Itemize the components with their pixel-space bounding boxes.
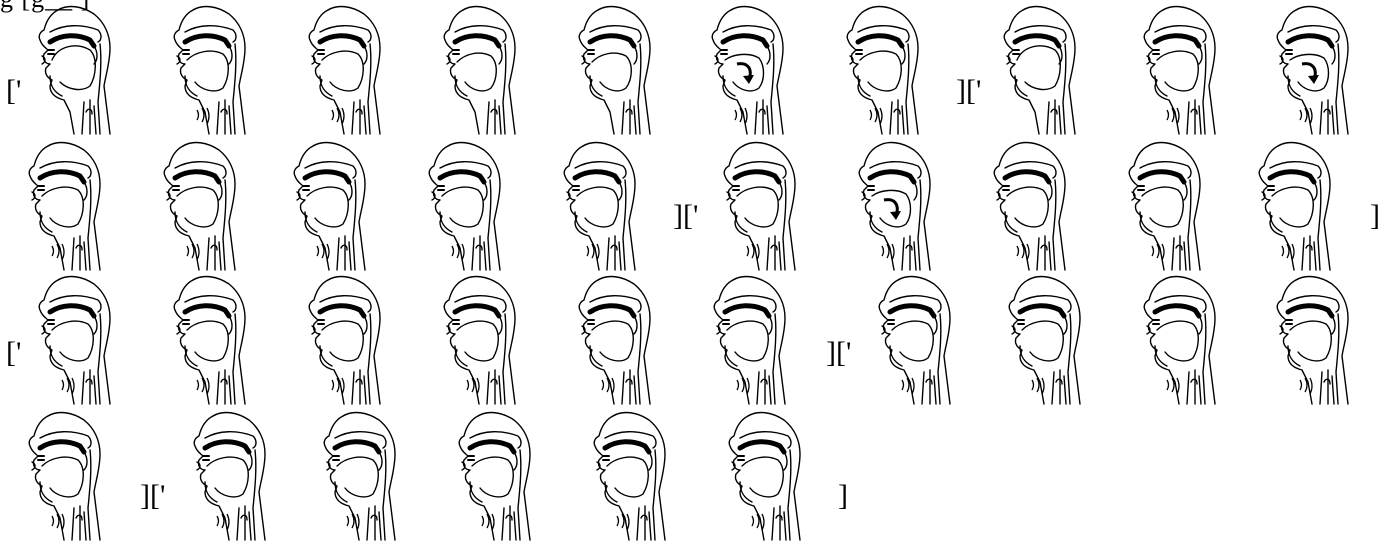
vocal-tract-icon — [1125, 2, 1230, 142]
vocal-tract-icon — [1125, 272, 1230, 412]
vocal-tract-icon — [10, 138, 115, 278]
vocal-tract-icon — [275, 138, 380, 278]
vocal-tract-icon — [155, 2, 260, 142]
vocal-tract-icon — [545, 138, 650, 278]
vocal-tract-icon — [410, 138, 515, 278]
vocal-tract-icon — [828, 2, 933, 142]
vocal-tract-icon — [175, 408, 280, 548]
vocal-tract-icon — [20, 2, 125, 142]
vocal-tract-icon — [1110, 138, 1215, 278]
vocal-tract-icon — [693, 2, 798, 142]
vocal-tract-icon — [575, 408, 680, 548]
vocal-tract-icon — [20, 272, 125, 412]
vocal-tract-icon — [1258, 2, 1363, 142]
phonetic-bracket: ][' — [826, 338, 851, 368]
vocal-tract-icon — [1240, 138, 1345, 278]
phonetic-bracket: ] — [838, 481, 848, 511]
phonetic-bracket: ][' — [956, 76, 981, 106]
vocal-tract-icon — [975, 138, 1080, 278]
vocal-tract-icon — [560, 2, 665, 142]
phonetic-bracket: ][' — [673, 201, 698, 231]
phonetic-bracket: ][' — [140, 481, 165, 511]
vocal-tract-icon — [305, 408, 410, 548]
vocal-tract-icon — [695, 272, 800, 412]
vocal-tract-icon — [425, 272, 530, 412]
phonetic-bracket: ] — [1370, 201, 1380, 231]
vocal-tract-icon — [290, 272, 395, 412]
vocal-tract-icon — [440, 408, 545, 548]
vocal-tract-icon — [705, 138, 810, 278]
vocal-tract-icon — [290, 2, 395, 142]
vocal-tract-icon — [840, 138, 945, 278]
vocal-tract-icon — [145, 138, 250, 278]
vocal-tract-icon — [155, 272, 260, 412]
vocal-tract-icon — [10, 408, 115, 548]
vocal-tract-icon — [560, 272, 665, 412]
vocal-tract-icon — [425, 2, 530, 142]
vocal-tract-icon — [990, 272, 1095, 412]
vocal-tract-icon — [1258, 272, 1363, 412]
vocal-tract-icon — [985, 2, 1090, 142]
vocal-tract-icon — [710, 408, 815, 548]
vocal-tract-icon — [860, 272, 965, 412]
